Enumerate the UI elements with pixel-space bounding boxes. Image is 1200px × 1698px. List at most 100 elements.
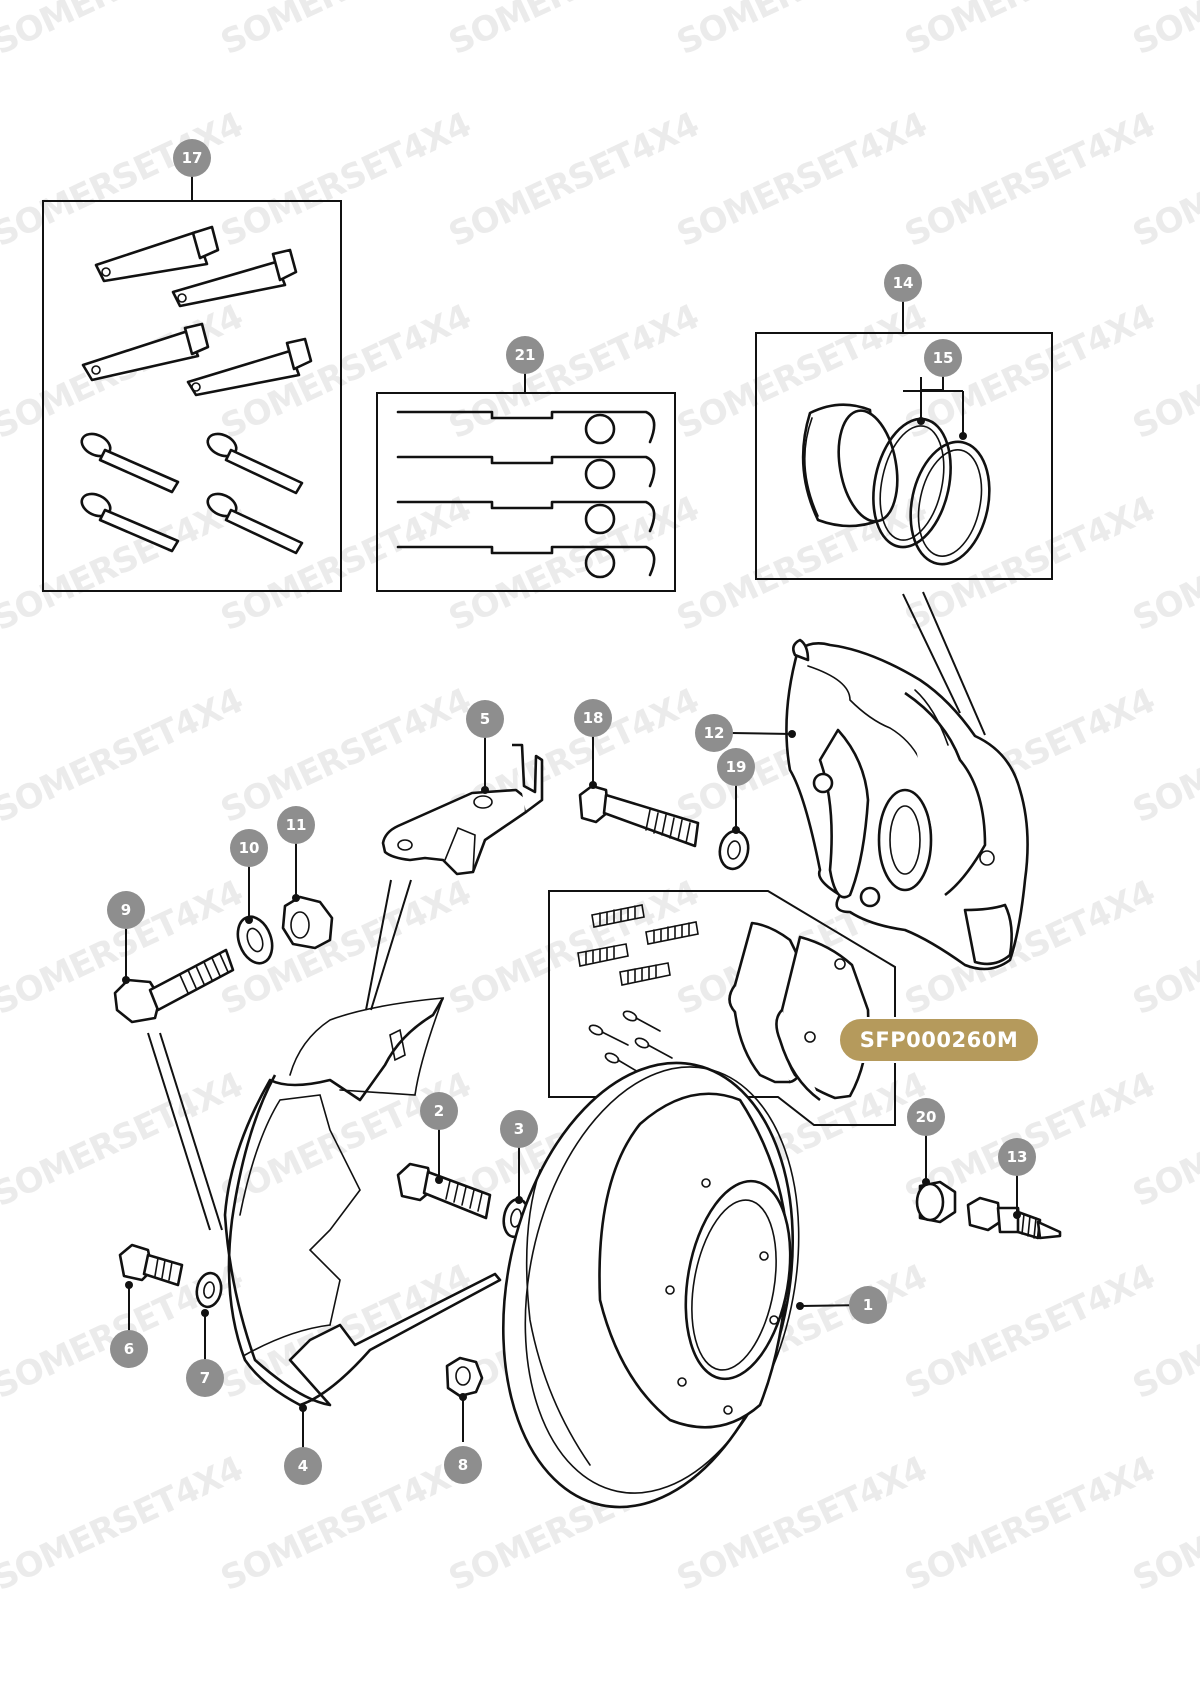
part-code-badge: SFP000260M [838, 1017, 1040, 1063]
part-code-text: SFP000260M [860, 1028, 1018, 1052]
watermark-text: SOMERSET4X4 [671, 297, 933, 448]
watermark-text: SOMERSET4X4 [671, 0, 933, 63]
watermark-text: SOMERSET4X4 [899, 1257, 1161, 1408]
washer [718, 829, 750, 871]
watermark-text: SOMERSET4X4 [671, 105, 933, 256]
callout-label: 20 [916, 1108, 937, 1126]
callout-label: 4 [298, 1457, 308, 1475]
callout-14: 14 [884, 264, 922, 302]
watermark-text: SOMERSET4X4 [443, 0, 705, 63]
watermark-text: SOMERSET4X4 [899, 1449, 1161, 1600]
watermark-text: SOMERSET4X4 [443, 105, 705, 256]
watermark-text: SOMERSET4X4 [0, 0, 249, 63]
callout-20: 20 [907, 1098, 945, 1136]
callout-1: 1 [849, 1286, 887, 1324]
watermark-text: SOMERSET4X4 [899, 105, 1161, 256]
watermark-text: SOMERSET4X4 [215, 0, 477, 63]
callout-label: 7 [200, 1369, 210, 1387]
spring-washer [236, 915, 274, 965]
shield-screw [118, 1243, 184, 1287]
callout-11: 11 [277, 806, 315, 844]
watermark-text: SOMERSET4X4 [443, 873, 705, 1024]
callout-label: 9 [121, 901, 131, 919]
watermark-text: SOMERSET4X4 [1127, 0, 1200, 63]
split-pin [206, 432, 304, 495]
callout-label: 19 [726, 758, 747, 776]
brake-disc [501, 1061, 800, 1509]
spacer [915, 1180, 957, 1224]
callout-9: 9 [107, 891, 145, 929]
anti-rattle-spring [396, 545, 656, 579]
hex-nut [281, 895, 334, 950]
watermark-text: SOMERSET4X4 [899, 0, 1161, 63]
watermark-text: SOMERSET4X4 [671, 1449, 933, 1600]
callout-label: 21 [515, 346, 536, 364]
shield-bolt [113, 948, 235, 1024]
spring-kit-box [376, 368, 676, 592]
callout-label: 11 [286, 816, 307, 834]
split-pin [80, 432, 180, 494]
watermark-text: SOMERSET4X4 [671, 489, 933, 640]
watermark-text: SOMERSET4X4 [0, 681, 249, 832]
callout-19: 19 [717, 748, 755, 786]
callout-21: 21 [506, 336, 544, 374]
watermark-text: SOMERSET4X4 [215, 489, 477, 640]
dust-seal [909, 440, 991, 566]
callout-label: 14 [893, 274, 914, 292]
callout-label: 10 [239, 839, 260, 857]
caliper-piston [801, 403, 899, 528]
callout-8: 8 [444, 1446, 482, 1484]
sensor-bracket [381, 743, 544, 876]
watermark-text: SOMERSET4X4 [215, 1449, 477, 1600]
retaining-pin [81, 322, 210, 382]
callout-label: 2 [434, 1102, 444, 1120]
brake-pads [728, 921, 870, 1102]
anti-rattle-spring [396, 410, 656, 445]
callout-4: 4 [284, 1447, 322, 1485]
callout-label: 12 [704, 724, 725, 742]
callout-17: 17 [173, 139, 211, 177]
pad-spring-set [577, 904, 699, 986]
callout-2: 2 [420, 1092, 458, 1130]
split-pin [80, 492, 180, 553]
callout-13: 13 [998, 1138, 1036, 1176]
piston-seal [872, 417, 952, 549]
callout-label: 8 [458, 1456, 468, 1474]
callout-label: 5 [480, 710, 490, 728]
washer [195, 1271, 223, 1309]
retaining-pin [186, 337, 313, 397]
callout-10: 10 [230, 829, 268, 867]
callout-6: 6 [110, 1330, 148, 1368]
bleed-screw [966, 1196, 1062, 1240]
callout-3: 3 [500, 1110, 538, 1148]
piston-seal-kit-box [755, 297, 1053, 580]
pin-kit-box [42, 172, 342, 592]
callout-label: 18 [583, 709, 604, 727]
callout-label: 15 [933, 349, 954, 367]
dust-shield [223, 997, 502, 1407]
callout-15: 15 [924, 339, 962, 377]
caliper-mounting-bolt [578, 784, 700, 848]
watermark-text: SOMERSET4X4 [0, 1065, 249, 1216]
callout-label: 17 [182, 149, 203, 167]
split-pin [206, 492, 304, 555]
callout-7: 7 [186, 1359, 224, 1397]
brake-caliper [785, 638, 1029, 971]
retaining-pin [94, 225, 220, 283]
anti-rattle-spring [396, 455, 656, 490]
watermark-text: SOMERSET4X4 [443, 297, 705, 448]
leader-lines [122, 730, 1021, 1448]
callout-label: 13 [1007, 1148, 1028, 1166]
callout-5: 5 [466, 700, 504, 738]
callout-label: 3 [514, 1120, 524, 1138]
anti-rattle-spring [396, 500, 656, 535]
callout-label: 6 [124, 1340, 134, 1358]
callout-12: 12 [695, 714, 733, 752]
hex-nut [445, 1356, 484, 1398]
watermark-text: SOMERSET4X4 [0, 1449, 249, 1600]
watermark-text: SOMERSET4X4 [443, 489, 705, 640]
callout-18: 18 [574, 699, 612, 737]
callout-label: 1 [863, 1296, 873, 1314]
watermark-text: SOMERSET4X4 [215, 105, 477, 256]
